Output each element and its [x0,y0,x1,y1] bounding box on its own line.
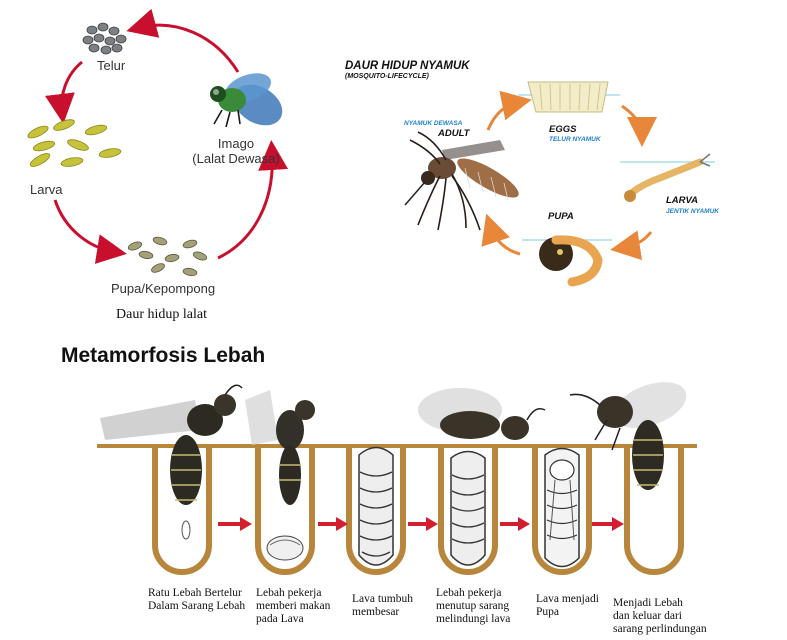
fly-pupa-group [127,236,208,277]
bee-arrow-1 [218,517,252,531]
bee-worker-capping [418,388,546,566]
bee-arrow-2 [318,517,348,531]
bee-comb-rail [97,444,697,448]
bee-caption-1-line2: Dalam Sarang Lebah [148,600,246,612]
mozzie-larva [620,153,715,202]
bee-caption-6-line2: dan keluar dari [613,610,682,622]
mozzie-egg-raft [518,81,620,113]
bee-caption-1-line1: Ratu Lebah Bertelur [148,587,242,599]
fly-adult-label-line2: (Lalat Dewasa) [192,151,280,166]
mozzie-arrow-eggs-to-larva [621,104,657,147]
fly-arrow-egg-to-larva [45,60,83,124]
bee-caption-3-line2: membesar [352,606,400,618]
bee-caption-2-line2: memberi makan [256,600,331,612]
fly-arrow-adult-to-egg [126,8,240,73]
bee-worker-feeding [245,390,315,561]
bee-pupa [544,447,580,568]
fly-adult-illustration [210,73,283,128]
bee-title: Metamorfosis Lebah [61,344,266,367]
mozzie-larva-label: LARVA [666,195,699,206]
mozzie-larva-id-label: JENTIK NYAMUK [666,208,719,215]
bee-caption-6-line3: sarang perlindungan [613,623,707,635]
fly-arrow-pupa-to-adult [217,140,289,260]
mozzie-adult-label: ADULT [438,128,470,139]
mozzie-pupa-label: PUPA [548,211,574,222]
bee-stage-arrows [218,517,624,531]
fly-adult-label-line1: Imago [217,136,255,151]
bee-caption-5: Lava menjadi Pupa [536,593,599,619]
bee-caption-1: Ratu Lebah Bertelur Dalam Sarang Lebah [148,587,245,613]
mozzie-adult [404,131,519,231]
bee-caption-6-line1: Menjadi Lebah [613,597,683,609]
bee-arrow-4 [500,517,530,531]
fly-diagram-caption: Daur hidup lalat [116,307,207,322]
mozzie-adult-id-label: NYAMUK DEWASA [404,120,463,127]
bee-caption-4: Lebah pekerja menutup sarang melindungi … [436,587,510,626]
bee-adult-emerging [569,382,687,490]
bee-caption-3: Lava tumbuh membesar [352,593,413,619]
fly-larva-label: Larva [30,182,63,197]
bee-caption-4-line2: menutup sarang [436,600,510,612]
bee-larva-growing [358,446,394,566]
fly-adult-label: Imago (Lalat Dewasa) [192,136,279,166]
bee-caption-5-line2: Pupa [536,606,559,618]
fly-larva-group [27,119,122,167]
mozzie-title: DAUR HIDUP NYAMUK [345,60,470,72]
bee-comb-cells [152,445,684,575]
bee-caption-4-line1: Lebah pekerja [436,587,502,599]
mozzie-arrow-pupa-to-adult [481,213,521,256]
bee-caption-2-line3: pada Lava [256,613,304,625]
bee-caption-5-line1: Lava menjadi [536,593,599,605]
bee-arrow-5 [592,517,624,531]
bee-caption-6: Menjadi Lebah dan keluar dari sarang per… [613,597,707,636]
mozzie-arrow-larva-to-pupa [610,230,653,261]
fly-egg-label: Telur [97,58,126,73]
bee-caption-2: Lebah pekerja memberi makan pada Lava [256,587,330,626]
bee-caption-2-line1: Lebah pekerja [256,587,322,599]
fly-pupa-label: Pupa/Kepompong [111,281,216,296]
bee-arrow-3 [408,517,438,531]
bee-caption-3-line1: Lava tumbuh [352,593,413,605]
mozzie-arrow-adult-to-eggs [486,90,532,131]
bee-caption-4-line3: melindungi lava [436,613,511,625]
fly-egg-cluster [82,22,127,55]
mozzie-eggs-label: EGGS [549,124,577,135]
fly-arrow-larva-to-pupa [53,199,127,264]
mozzie-subtitle: (MOSQUITO-LIFECYCLE) [345,73,429,80]
mozzie-eggs-id-label: TELUR NYAMUK [549,136,601,143]
bee-queen-laying [100,384,243,540]
mozzie-pupa [522,235,612,287]
